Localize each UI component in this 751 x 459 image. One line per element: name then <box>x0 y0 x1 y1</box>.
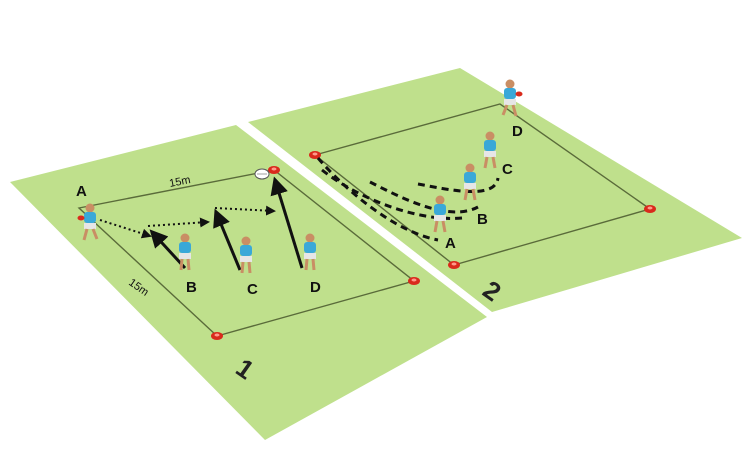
pitch-1: A B C D 15m 15m 1 <box>10 125 487 440</box>
cone <box>211 332 223 340</box>
run-line <box>316 157 439 242</box>
player-icon <box>77 203 99 241</box>
player-icon <box>304 233 316 271</box>
player-label-a: A <box>76 183 87 200</box>
pitch-2: A B C D 2 <box>248 68 742 312</box>
player-label-d: D <box>512 123 523 140</box>
run-line <box>321 168 463 220</box>
run-line <box>369 180 479 214</box>
player-label-c: C <box>502 161 513 178</box>
player-label-d: D <box>310 279 321 296</box>
distance-label-top: 15m <box>168 174 191 190</box>
rugby-ball-icon <box>254 168 270 180</box>
cone <box>644 205 656 213</box>
run-line <box>270 176 304 269</box>
cone <box>408 277 420 285</box>
player-icon <box>501 79 523 117</box>
run-line <box>417 177 500 194</box>
player-icon <box>179 233 191 271</box>
pitch-1-ground <box>10 125 487 440</box>
player-label-b: B <box>477 211 488 228</box>
player-icon <box>433 195 447 233</box>
pitch-2-ground <box>248 68 742 312</box>
player-label-b: B <box>186 279 197 296</box>
player-icon <box>483 131 497 169</box>
run-line <box>149 229 187 270</box>
cone <box>448 261 460 269</box>
run-line <box>213 208 242 271</box>
player-label-a: A <box>445 235 456 252</box>
cone <box>268 166 280 174</box>
cone <box>309 151 321 159</box>
pass-line <box>99 219 152 239</box>
pass-line <box>147 217 210 228</box>
player-icon <box>240 236 252 274</box>
player-icon <box>463 163 477 201</box>
player-label-c: C <box>247 281 258 298</box>
